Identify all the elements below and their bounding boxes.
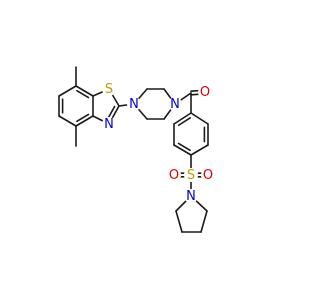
bond-layer xyxy=(58,66,209,233)
piperazine-nitrogen-right-atom-background xyxy=(168,97,182,111)
phenyl-bond xyxy=(173,112,192,125)
benzene-bond-second xyxy=(76,113,90,123)
sulfonyl-sulfur-atom-background xyxy=(184,168,198,182)
phenyl-bond-second xyxy=(177,142,191,152)
benzene-bond-second xyxy=(76,89,90,99)
pyrrolidine-bond xyxy=(175,210,183,233)
benzene-bond xyxy=(58,85,77,97)
sulfonyl-sulfur-atom: S xyxy=(187,168,195,183)
sulfonyl-oxygen-right-atom: O xyxy=(203,168,213,183)
phenyl-bond xyxy=(190,144,209,156)
benzene-bond xyxy=(58,115,77,127)
benzene-bond xyxy=(75,115,94,127)
piperazine-nitrogen-left-atom-background xyxy=(127,97,141,111)
sulfonyl-oxygen-left-atom: O xyxy=(169,168,179,183)
phenyl-bond xyxy=(190,112,209,125)
benzene-bond xyxy=(75,85,94,97)
phenyl-bond xyxy=(173,144,192,156)
thiazole-sulfur-atom: S xyxy=(105,82,113,97)
carbonyl-oxygen-atom: O xyxy=(200,85,210,100)
thiazole-nitrogen-atom-background xyxy=(102,117,116,131)
pyrrolidine-nitrogen-atom-background xyxy=(184,189,198,203)
piperazine-nitrogen-right-atom: N xyxy=(170,97,180,112)
sulfonyl-oxygen-left-atom-background xyxy=(167,168,181,182)
sulfonyl-oxygen-right-atom-background xyxy=(201,168,215,182)
pyrrolidine-nitrogen-atom: N xyxy=(186,189,196,204)
thiazole-sulfur-atom-background xyxy=(102,82,116,96)
phenyl-bond-second xyxy=(177,116,192,127)
carbonyl-oxygen-atom-background xyxy=(198,85,212,99)
pyrrolidine-bond xyxy=(200,210,208,233)
thiazole-nitrogen-atom: N xyxy=(104,117,114,132)
piperazine-nitrogen-left-atom: N xyxy=(129,97,139,112)
